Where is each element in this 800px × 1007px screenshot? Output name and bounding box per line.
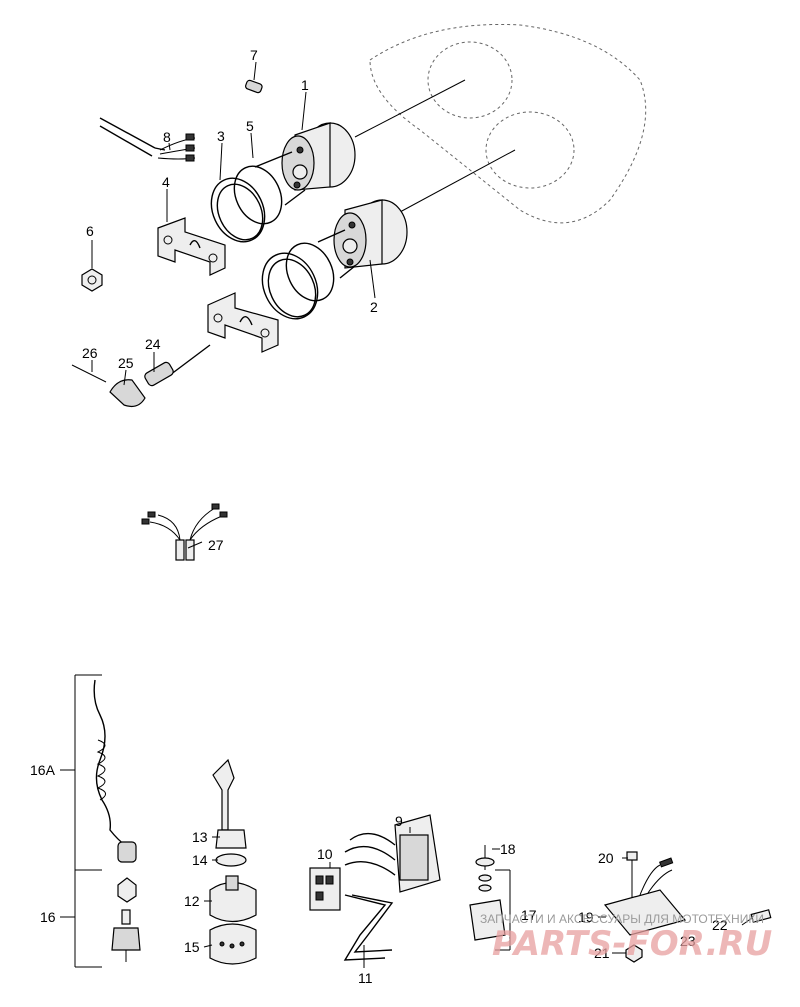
gauge-upper bbox=[254, 122, 356, 206]
label-13: 13 bbox=[192, 829, 208, 845]
bracket-upper bbox=[157, 217, 226, 276]
label-22: 22 bbox=[712, 917, 728, 933]
label-23: 23 bbox=[680, 933, 696, 949]
label-16: 16 bbox=[40, 909, 56, 925]
speedo-cable bbox=[71, 344, 211, 408]
label-20: 20 bbox=[598, 850, 614, 866]
nut-6 bbox=[81, 268, 103, 292]
label-1: 1 bbox=[301, 77, 309, 93]
label-2: 2 bbox=[370, 299, 378, 315]
label-26: 26 bbox=[82, 345, 98, 361]
label-21: 21 bbox=[594, 945, 610, 961]
harness-8 bbox=[99, 117, 196, 162]
label-19: 19 bbox=[578, 909, 594, 925]
label-9: 9 bbox=[395, 813, 403, 829]
o-rings-upper bbox=[210, 165, 283, 243]
label-17: 17 bbox=[521, 907, 537, 923]
label-18: 18 bbox=[500, 841, 516, 857]
watermark: ЗАПЧАСТИ И АКСЕССУАРЫ ДЛЯ МОТОТЕХНИКИ PA… bbox=[480, 912, 772, 964]
rectifier-group bbox=[469, 845, 772, 963]
watermark-logo: PARTS-FOR.RU bbox=[492, 924, 772, 964]
watermark-caption: ЗАПЧАСТИ И АКСЕССУАРЫ ДЛЯ МОТОТЕХНИКИ bbox=[480, 912, 764, 926]
bulb-7 bbox=[245, 79, 263, 94]
label-4: 4 bbox=[162, 174, 170, 190]
dashboard-panel bbox=[354, 23, 647, 224]
label-7: 7 bbox=[250, 47, 258, 63]
lanyard-assembly bbox=[60, 674, 141, 968]
gauge-lower bbox=[317, 199, 408, 279]
label-27: 27 bbox=[208, 537, 224, 553]
label-14: 14 bbox=[192, 852, 208, 868]
leader-lines bbox=[91, 61, 753, 968]
label-16a: 16A bbox=[30, 762, 56, 778]
label-8: 8 bbox=[163, 129, 171, 145]
label-6: 6 bbox=[86, 223, 94, 239]
label-5: 5 bbox=[246, 118, 254, 134]
label-12: 12 bbox=[184, 893, 200, 909]
label-11: 11 bbox=[358, 970, 373, 986]
label-25: 25 bbox=[118, 355, 134, 371]
label-10: 10 bbox=[317, 846, 333, 862]
harness-27 bbox=[141, 503, 228, 561]
label-3: 3 bbox=[217, 128, 225, 144]
label-24: 24 bbox=[145, 336, 161, 352]
label-15: 15 bbox=[184, 939, 200, 955]
o-rings-lower bbox=[261, 242, 335, 320]
connector-group bbox=[309, 814, 441, 961]
ignition-switch bbox=[209, 758, 257, 965]
part-labels: 7 1 5 3 8 4 6 2 24 26 25 27 16A 16 13 14… bbox=[30, 47, 728, 986]
bracket-lower bbox=[207, 292, 279, 353]
